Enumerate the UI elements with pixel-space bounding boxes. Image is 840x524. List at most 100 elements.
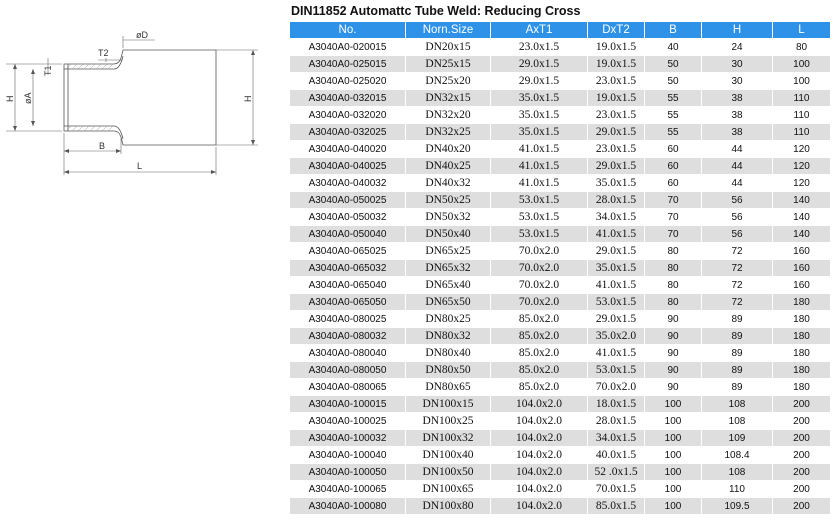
table-cell: DN65x40 — [405, 276, 491, 294]
table-cell: 38 — [701, 89, 773, 107]
table-cell: 70.0x2.0 — [490, 259, 588, 277]
table-cell: 90 — [644, 378, 702, 396]
table-cell: 110 — [772, 106, 831, 124]
table-cell: 53.0x1.5 — [490, 225, 588, 243]
table-cell: 24 — [701, 38, 773, 56]
table-cell: 85.0x2.0 — [490, 344, 588, 362]
table-cell: A3040A0-050032 — [289, 208, 406, 226]
table-cell: 90 — [644, 310, 702, 328]
table-cell: DN80x40 — [405, 344, 491, 362]
table-cell: 55 — [644, 106, 702, 124]
table-cell: 41.0x1.5 — [490, 157, 588, 175]
table-cell: 104.0x2.0 — [490, 480, 588, 498]
table-cell: DN32x25 — [405, 123, 491, 141]
table-cell: 200 — [772, 429, 831, 447]
table-cell: 100 — [644, 395, 702, 413]
table-cell: 23.0x1.5 — [490, 38, 588, 56]
table-cell: DN65x32 — [405, 259, 491, 277]
table-cell: A3040A0-100040 — [289, 446, 406, 464]
table-cell: 85.0x1.5 — [587, 497, 645, 515]
table-cell: A3040A0-065050 — [289, 293, 406, 311]
table-cell: 108 — [701, 463, 773, 481]
table-cell: DN80x65 — [405, 378, 491, 396]
table-cell: 200 — [772, 412, 831, 430]
table-cell: A3040A0-025015 — [289, 55, 406, 73]
table-cell: 70 — [644, 208, 702, 226]
table-cell: DN40x32 — [405, 174, 491, 192]
table-cell: 85.0x2.0 — [490, 361, 588, 379]
table-cell: A3040A0-050040 — [289, 225, 406, 243]
table-cell: 104.0x2.0 — [490, 446, 588, 464]
table-cell: 70 — [644, 225, 702, 243]
table-cell: 100 — [644, 497, 702, 515]
table-cell: DN100x80 — [405, 497, 491, 515]
table-cell: 104.0x2.0 — [490, 497, 588, 515]
table-cell: 18.0x1.5 — [587, 395, 645, 413]
table-cell: A3040A0-065025 — [289, 242, 406, 260]
table-cell: 72 — [701, 293, 773, 311]
table-cell: 70.0x1.5 — [587, 480, 645, 498]
dim-label-t2: T2 — [98, 48, 109, 58]
table-cell: 41.0x1.5 — [490, 140, 588, 158]
table-cell: DN32x15 — [405, 89, 491, 107]
table-cell: 120 — [772, 157, 831, 175]
table-cell: DN100x15 — [405, 395, 491, 413]
table-cell: 30 — [701, 72, 773, 90]
table-cell: 30 — [701, 55, 773, 73]
table-cell: A3040A0-065032 — [289, 259, 406, 277]
table-cell: A3040A0-100050 — [289, 463, 406, 481]
column-header: B — [644, 21, 702, 39]
table-cell: A3040A0-080050 — [289, 361, 406, 379]
table-cell: 50 — [644, 55, 702, 73]
table-cell: DN100x50 — [405, 463, 491, 481]
table-cell: 41.0x1.5 — [490, 174, 588, 192]
table-cell: A3040A0-040020 — [289, 140, 406, 158]
table-cell: 41.0x1.5 — [587, 225, 645, 243]
table-cell: 100 — [644, 480, 702, 498]
table-cell: 28.0x1.5 — [587, 191, 645, 209]
table-cell: 50 — [644, 72, 702, 90]
table-cell: 29.0x1.5 — [490, 72, 588, 90]
table-cell: A3040A0-020015 — [289, 38, 406, 56]
table-cell: 109 — [701, 429, 773, 447]
table-cell: A3040A0-100015 — [289, 395, 406, 413]
table-cell: 35.0x1.5 — [490, 106, 588, 124]
table-cell: 110 — [772, 123, 831, 141]
table-cell: 200 — [772, 395, 831, 413]
table-cell: 180 — [772, 344, 831, 362]
table-cell: 100 — [644, 412, 702, 430]
table-cell: 80 — [644, 259, 702, 277]
table-cell: 35.0x1.5 — [490, 123, 588, 141]
table-cell: DN100x25 — [405, 412, 491, 430]
table-cell: 180 — [772, 310, 831, 328]
table-cell: 85.0x2.0 — [490, 327, 588, 345]
table-cell: A3040A0-080032 — [289, 327, 406, 345]
table-cell: 70.0x2.0 — [490, 293, 588, 311]
table-cell: A3040A0-100025 — [289, 412, 406, 430]
table-cell: 89 — [701, 327, 773, 345]
table-cell: 60 — [644, 157, 702, 175]
table-cell: A3040A0-080065 — [289, 378, 406, 396]
table-cell: A3040A0-050025 — [289, 191, 406, 209]
table-cell: DN20x15 — [405, 38, 491, 56]
table-cell: 60 — [644, 140, 702, 158]
table-cell: 80 — [644, 276, 702, 294]
table-cell: 110 — [701, 480, 773, 498]
table-cell: 100 — [644, 446, 702, 464]
table-cell: 29.0x1.5 — [587, 310, 645, 328]
column-header: No. — [289, 21, 406, 39]
table-cell: 108 — [701, 412, 773, 430]
table-cell: 108.4 — [701, 446, 773, 464]
